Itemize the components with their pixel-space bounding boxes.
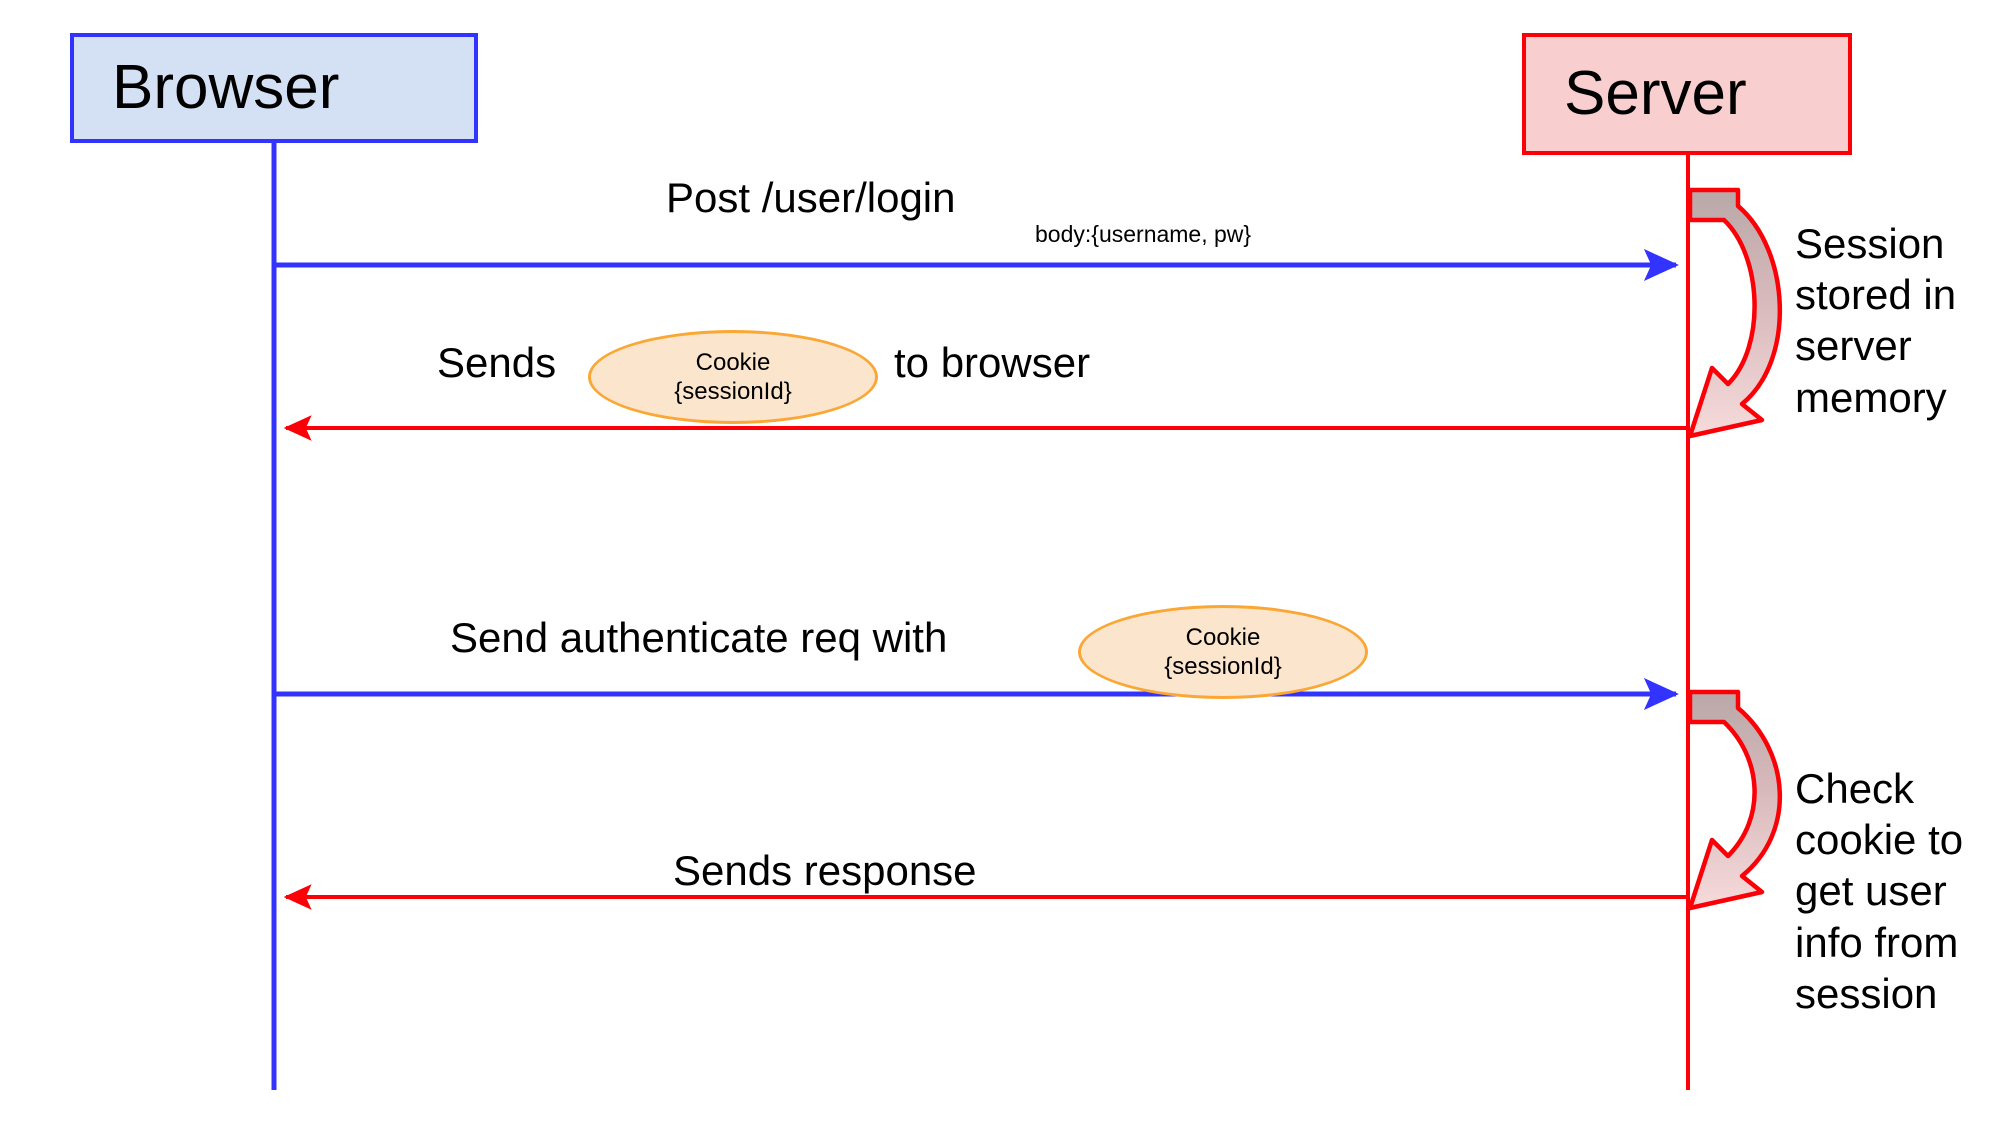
participant-server-label: Server <box>1564 59 1747 128</box>
self-loop-store-session <box>1687 187 1782 439</box>
note-check-cookie: Check cookie to get user info from sessi… <box>1795 765 1964 1017</box>
message-label-post-login: Post /user/login <box>666 174 956 221</box>
participant-server[interactable]: Server <box>1522 33 1852 155</box>
cookie-badge-line1: Cookie <box>695 348 771 376</box>
message-label-to-browser: to browser <box>894 339 1091 386</box>
cookie-badge-session-request: Cookie {sessionId} <box>1078 605 1368 699</box>
message-sublabel-post-login-body: body:{username, pw} <box>1035 221 1252 247</box>
note-session-stored: Session stored in server memory <box>1795 220 1957 421</box>
message-label-sends: Sends <box>437 339 557 386</box>
cookie-badge-session-response: Cookie {sessionId} <box>588 330 878 424</box>
participant-browser-label: Browser <box>112 53 340 122</box>
participant-browser[interactable]: Browser <box>70 33 478 143</box>
cookie-badge-line2: {sessionId} <box>674 378 792 405</box>
message-label-send-auth-req: Send authenticate req with <box>450 614 948 661</box>
cookie-badge-line2: {sessionId} <box>1164 653 1282 680</box>
message-label-sends-response: Sends response <box>673 847 977 894</box>
cookie-badge-line1: Cookie <box>1185 623 1261 651</box>
self-loop-check-cookie <box>1687 689 1783 911</box>
